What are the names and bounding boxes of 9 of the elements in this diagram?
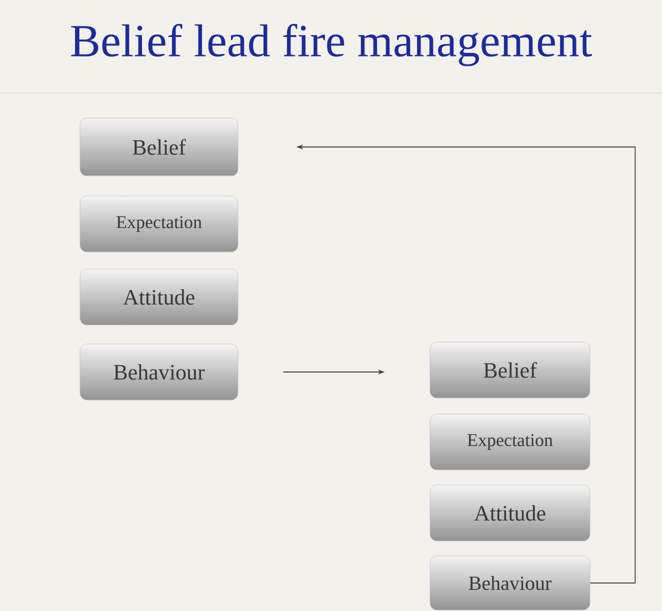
- process-box: Expectation: [80, 196, 238, 252]
- process-box: Belief: [80, 118, 238, 176]
- title: Belief lead fire management: [71, 24, 592, 66]
- process-box: Behaviour: [80, 344, 238, 400]
- process-box: Expectation: [430, 414, 590, 470]
- process-box: Behaviour: [430, 556, 590, 610]
- process-box: Belief: [430, 342, 590, 398]
- process-box: Attitude: [430, 484, 590, 542]
- process-box: Attitude: [80, 268, 238, 326]
